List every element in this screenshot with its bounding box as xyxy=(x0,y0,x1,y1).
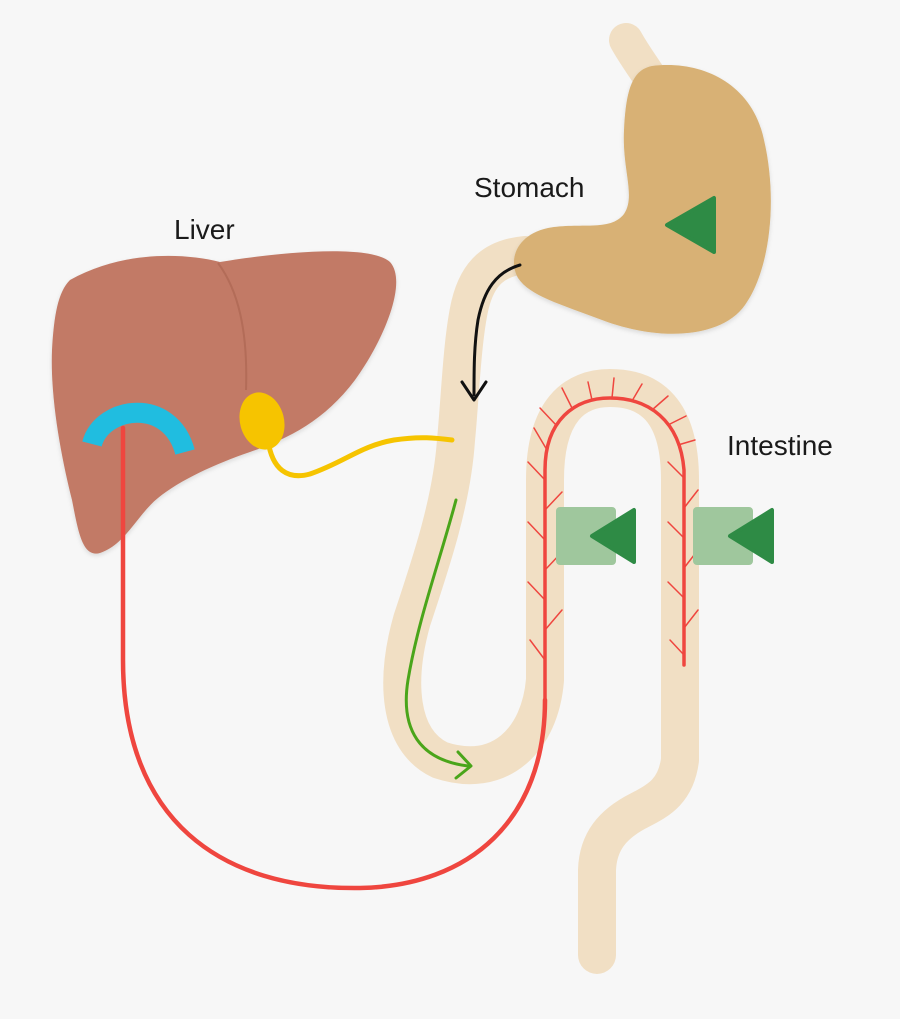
absorption-arrowhead xyxy=(454,750,473,780)
liver-label: Liver xyxy=(174,214,235,245)
intestinal-blood-vessel xyxy=(543,396,686,702)
play-left-icon xyxy=(728,508,774,564)
food-flow-arrowhead xyxy=(460,380,488,402)
portal-blood-vessel xyxy=(120,425,548,891)
marker-panel-right xyxy=(693,507,753,565)
recycle-arc xyxy=(82,402,195,456)
gallbladder xyxy=(239,392,285,450)
intestine-tube xyxy=(383,236,699,974)
bile-duct xyxy=(265,435,455,479)
play-left-icon xyxy=(665,196,716,254)
play-left-icon xyxy=(590,508,636,564)
liver-shape xyxy=(51,251,397,554)
stomach-shape xyxy=(513,65,771,334)
liver-lobe-line xyxy=(217,262,248,391)
food-flow-arrow xyxy=(472,263,522,397)
vessel-branches xyxy=(527,377,699,661)
intestine-label: Intestine xyxy=(727,430,833,461)
marker-panel-left xyxy=(556,507,616,565)
stomach-label: Stomach xyxy=(474,172,585,203)
absorption-arrow xyxy=(404,498,470,768)
